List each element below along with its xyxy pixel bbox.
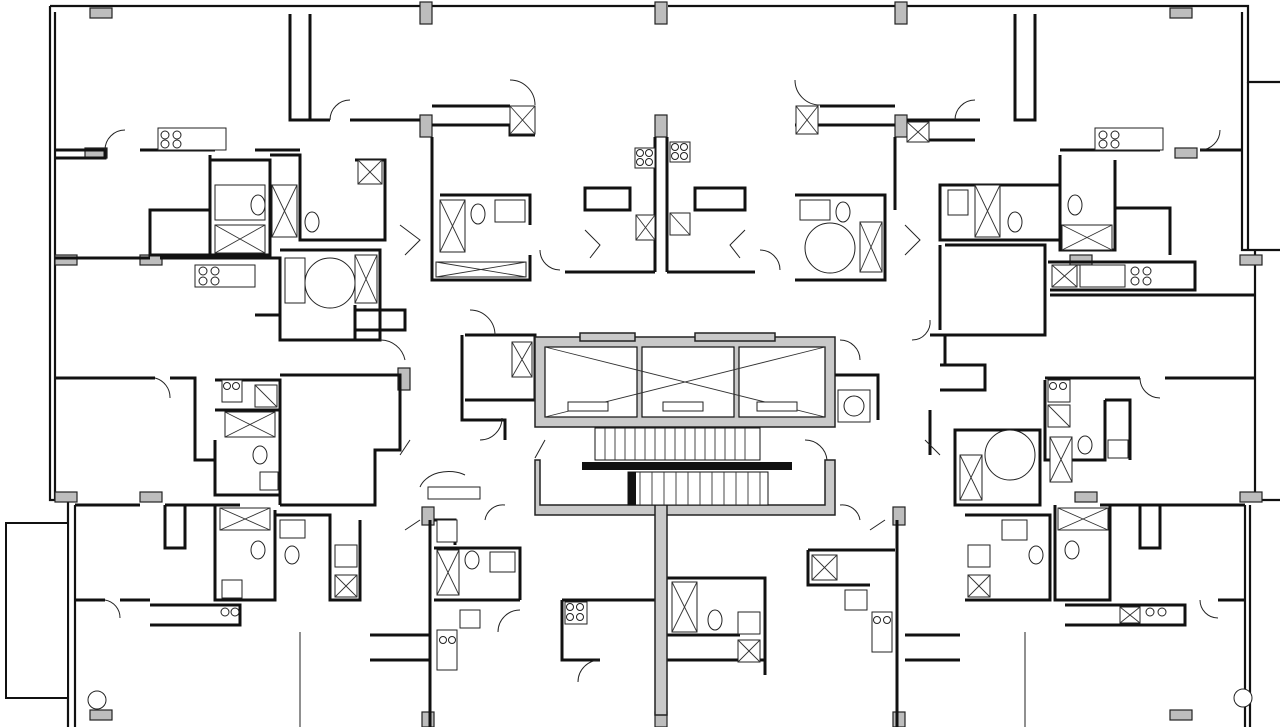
unit-upper-right [906,14,1242,255]
exterior-walls [5,4,1280,727]
unit-lower-right-center [806,504,1026,727]
structural-columns [54,1,1263,727]
trash-chute [427,486,481,500]
stair-lower-treads [639,472,761,505]
unit-upper-left [55,14,420,257]
unit-upper-right-center [794,79,897,282]
core [419,309,880,716]
unit-lower-left-center [370,504,522,727]
stair-lower [627,471,769,506]
unit-mid-left [55,248,407,361]
unit-mid-left-lower [55,373,402,507]
unit-center-top [539,137,781,274]
stair-upper [594,427,761,461]
stair-upper-treads [604,428,746,460]
unit-upper-left-center [430,79,536,282]
balcony-left [5,522,69,699]
unit-mid-right [911,243,1255,455]
corridor-doors [399,224,941,531]
unit-lower-right [965,503,1253,708]
unit-lower-left [75,503,362,727]
unit-lower-center [560,576,767,683]
unit-mid-right-lower [953,376,1255,507]
